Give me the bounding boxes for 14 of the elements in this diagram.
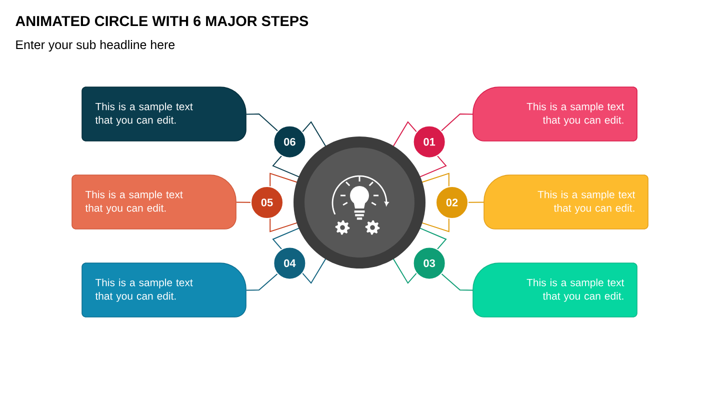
connector-line — [441, 114, 474, 132]
connector-line — [236, 202, 251, 203]
text-box: This is a sample text that you can edit. — [72, 174, 236, 230]
connector-line — [246, 274, 278, 291]
connector-line — [468, 202, 484, 203]
connector-line — [246, 114, 278, 132]
text-box: This is a sample text that you can edit. — [82, 262, 246, 318]
subtitle: Enter your sub headline here — [16, 40, 175, 52]
text-box: This is a sample text that you can edit. — [472, 262, 638, 318]
text-box: This is a sample text that you can edit. — [484, 174, 648, 230]
text-box: This is a sample text that you can edit. — [82, 86, 246, 142]
text-box: This is a sample text that you can edit. — [472, 86, 638, 142]
title: ANIMATED CIRCLE WITH 6 MAJOR STEPS — [16, 16, 308, 26]
connector-line — [441, 274, 474, 291]
